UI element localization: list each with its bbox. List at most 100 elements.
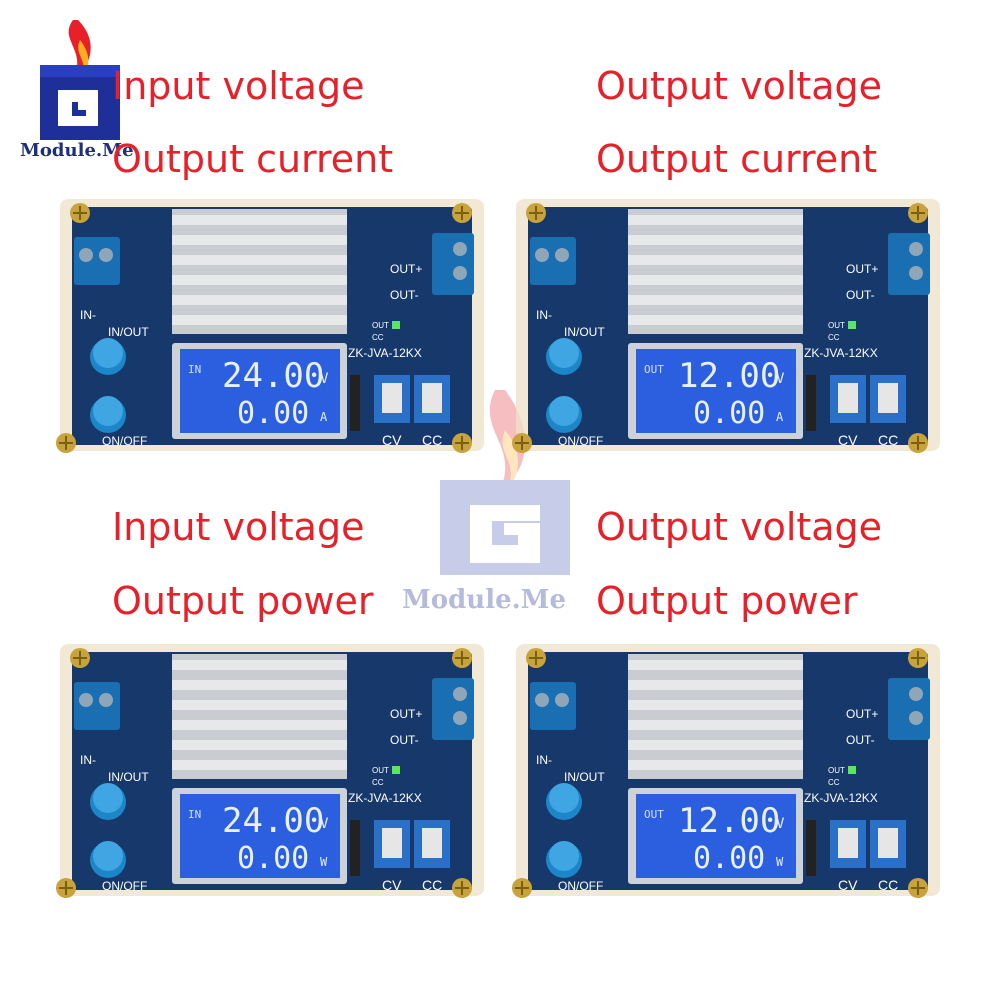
label-out-minus: OUT- [846, 733, 875, 747]
label-out-minus: OUT- [846, 288, 875, 302]
cc-potentiometer[interactable] [870, 375, 906, 423]
lcd-bottom-unit: W [320, 855, 328, 869]
watermark-text: Module.Me [402, 585, 566, 615]
label-cc: CC [878, 432, 898, 448]
label-model: ZK-JVA-12KX [804, 346, 878, 360]
label-led-cc: CC [372, 333, 384, 342]
lcd-screen [636, 794, 796, 878]
in-out-button[interactable] [546, 338, 582, 375]
board-photo: IN- IN/OUT ON/OFF OUT+ OUT- OUT CC ZK-JV… [56, 199, 484, 453]
label-on-off: ON/OFF [102, 879, 147, 893]
on-off-button[interactable] [90, 841, 126, 878]
label-in-minus: IN- [536, 753, 552, 767]
header-pins [806, 375, 816, 431]
output-terminal [888, 233, 930, 295]
lcd-screen [180, 349, 340, 433]
label-cv: CV [382, 877, 402, 893]
cc-potentiometer[interactable] [870, 820, 906, 868]
cv-potentiometer[interactable] [374, 820, 410, 868]
lcd-top-unit: V [776, 371, 785, 387]
caption-q1-line1: Input voltage [112, 64, 365, 108]
on-off-button[interactable] [546, 396, 582, 433]
heatsink [628, 654, 803, 779]
label-in-out: IN/OUT [564, 770, 605, 784]
on-off-button[interactable] [90, 396, 126, 433]
lcd-mode: OUT [644, 363, 664, 376]
cv-potentiometer[interactable] [830, 820, 866, 868]
caption-q3-line1: Input voltage [112, 505, 365, 549]
lcd-bottom-unit: A [320, 410, 328, 424]
label-model: ZK-JVA-12KX [348, 791, 422, 805]
in-out-button[interactable] [546, 783, 582, 820]
label-in-out: IN/OUT [564, 325, 605, 339]
label-in-minus: IN- [536, 308, 552, 322]
status-led [848, 766, 856, 774]
header-pins [350, 375, 360, 431]
logo-text: Module.Me [20, 140, 134, 161]
board-photo: IN- IN/OUT ON/OFF OUT+ OUT- OUT CC ZK-JV… [512, 644, 940, 898]
label-out-plus: OUT+ [846, 262, 878, 276]
in-out-button[interactable] [90, 783, 126, 820]
cv-potentiometer[interactable] [374, 375, 410, 423]
label-led-out: OUT [828, 766, 845, 775]
heatsink [172, 654, 347, 779]
label-led-out: OUT [828, 321, 845, 330]
label-led-cc: CC [828, 333, 840, 342]
label-led-cc: CC [828, 778, 840, 787]
caption-q3-line2: Output power [112, 579, 374, 623]
lcd-bottom-value: 0.00 [693, 396, 765, 431]
label-in-out: IN/OUT [108, 325, 149, 339]
heatsink [628, 209, 803, 334]
on-off-button[interactable] [546, 841, 582, 878]
brand-logo [18, 10, 138, 170]
screw-icon [56, 203, 472, 453]
label-led-out: OUT [372, 766, 389, 775]
label-in-minus: IN- [80, 753, 96, 767]
label-cc: CC [422, 877, 442, 893]
lcd-top-value: 24.00 [222, 801, 324, 841]
lcd-screen [180, 794, 340, 878]
lcd-top-unit: V [776, 816, 785, 832]
input-terminal [530, 682, 576, 730]
label-led-cc: CC [372, 778, 384, 787]
cc-potentiometer[interactable] [414, 375, 450, 423]
in-out-button[interactable] [90, 338, 126, 375]
lcd-top-unit: V [320, 371, 329, 387]
lcd-top-value: 12.00 [678, 801, 780, 841]
label-model: ZK-JVA-12KX [804, 791, 878, 805]
lcd-bottom-unit: W [776, 855, 784, 869]
lcd-mode: IN [188, 808, 201, 821]
caption-q4-line2: Output power [596, 579, 858, 623]
dc-converter-board-4: IN- IN/OUT ON/OFF OUT+ OUT- OUT CC ZK-JV… [508, 640, 948, 900]
label-cc: CC [422, 432, 442, 448]
output-terminal [432, 233, 474, 295]
label-cv: CV [382, 432, 402, 448]
label-in-out: IN/OUT [108, 770, 149, 784]
label-model: ZK-JVA-12KX [348, 346, 422, 360]
input-terminal [530, 237, 576, 285]
header-pins [806, 820, 816, 876]
lcd-mode: OUT [644, 808, 664, 821]
label-cv: CV [838, 877, 858, 893]
label-out-plus: OUT+ [846, 707, 878, 721]
dc-converter-board-1: IN- IN/OUT ON/OFF OUT+ OUT- OUT CC ZK-JV… [52, 195, 492, 455]
label-on-off: ON/OFF [102, 434, 147, 448]
screw-icon [512, 203, 928, 453]
output-terminal [888, 678, 930, 740]
caption-q4-line1: Output voltage [596, 505, 883, 549]
cc-potentiometer[interactable] [414, 820, 450, 868]
label-cc: CC [878, 877, 898, 893]
output-terminal [432, 678, 474, 740]
status-led [392, 766, 400, 774]
screw-icon [56, 648, 472, 898]
input-terminal [74, 237, 120, 285]
caption-q1-line2: Output current [112, 137, 394, 181]
lcd-bottom-unit: A [776, 410, 784, 424]
caption-q2-line1: Output voltage [596, 64, 883, 108]
label-out-plus: OUT+ [390, 262, 422, 276]
label-out-minus: OUT- [390, 733, 419, 747]
status-led [392, 321, 400, 329]
cv-potentiometer[interactable] [830, 375, 866, 423]
watermark-logo [425, 390, 585, 580]
dc-converter-board-2: IN- IN/OUT ON/OFF OUT+ OUT- OUT CC ZK-JV… [508, 195, 948, 455]
